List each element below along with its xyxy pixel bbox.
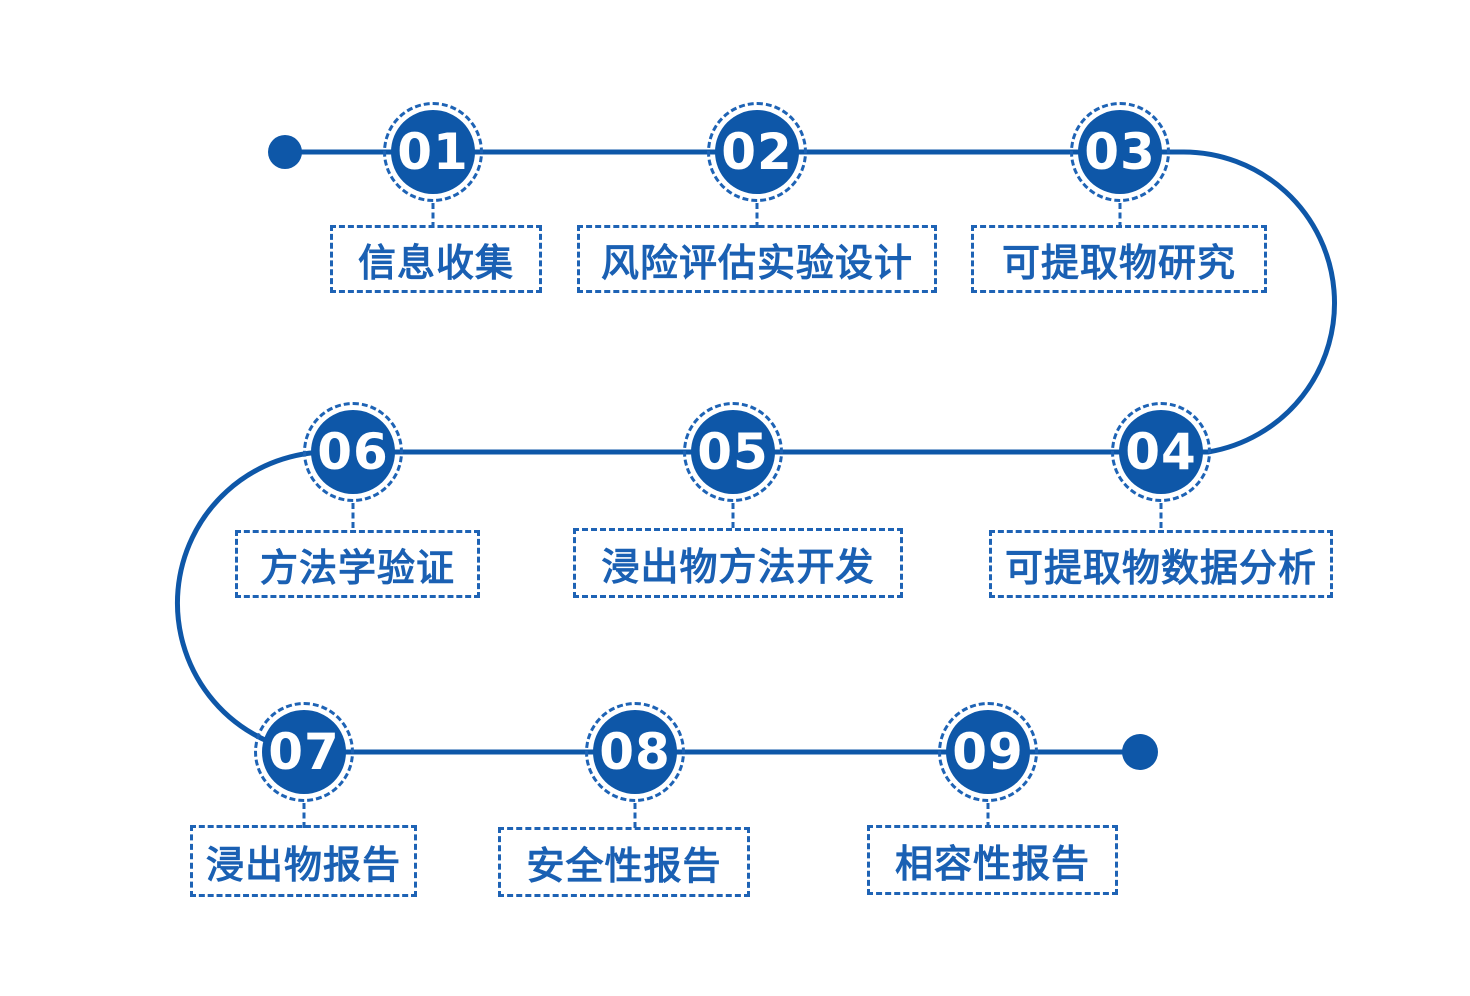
step-label-02: 风险评估实验设计: [577, 225, 937, 293]
step-connector-stub: [755, 203, 759, 228]
step-connector-stub: [731, 503, 735, 528]
step-node-09: 09: [938, 702, 1038, 828]
step-label-03: 可提取物研究: [971, 225, 1267, 293]
step-number: 05: [697, 423, 769, 481]
step-node-02: 02: [707, 102, 807, 228]
step-number: 09: [952, 723, 1024, 781]
step-node-03: 03: [1070, 102, 1170, 228]
step-circle-06: 06: [311, 410, 395, 494]
step-connector-stub: [302, 803, 306, 828]
step-circle-08: 08: [593, 710, 677, 794]
step-circle-01: 01: [391, 110, 475, 194]
step-node-07: 07: [254, 702, 354, 828]
step-number: 04: [1125, 423, 1197, 481]
step-number: 08: [599, 723, 671, 781]
step-number: 02: [721, 123, 793, 181]
step-label-04: 可提取物数据分析: [989, 530, 1333, 598]
step-label-08: 安全性报告: [498, 827, 750, 897]
step-connector-stub: [431, 203, 435, 228]
step-label-01: 信息收集: [330, 225, 542, 293]
step-number: 06: [317, 423, 389, 481]
step-label-09: 相容性报告: [867, 825, 1118, 895]
step-node-04: 04: [1111, 402, 1211, 528]
step-node-08: 08: [585, 702, 685, 828]
step-connector-stub: [986, 803, 990, 828]
flow-end-dot: [1122, 734, 1158, 770]
step-number: 07: [268, 723, 340, 781]
step-node-01: 01: [383, 102, 483, 228]
step-label-06: 方法学验证: [235, 530, 480, 598]
step-node-05: 05: [683, 402, 783, 528]
step-circle-03: 03: [1078, 110, 1162, 194]
step-label-05: 浸出物方法开发: [573, 528, 903, 598]
step-circle-05: 05: [691, 410, 775, 494]
step-circle-02: 02: [715, 110, 799, 194]
step-number: 01: [397, 123, 469, 181]
step-circle-04: 04: [1119, 410, 1203, 494]
step-node-06: 06: [303, 402, 403, 528]
step-connector-stub: [633, 803, 637, 828]
step-connector-stub: [1118, 203, 1122, 228]
step-circle-07: 07: [262, 710, 346, 794]
step-label-07: 浸出物报告: [190, 825, 417, 897]
step-number: 03: [1084, 123, 1156, 181]
step-connector-stub: [351, 503, 355, 528]
step-connector-stub: [1159, 503, 1163, 528]
flow-start-dot: [268, 135, 302, 169]
step-circle-09: 09: [946, 710, 1030, 794]
